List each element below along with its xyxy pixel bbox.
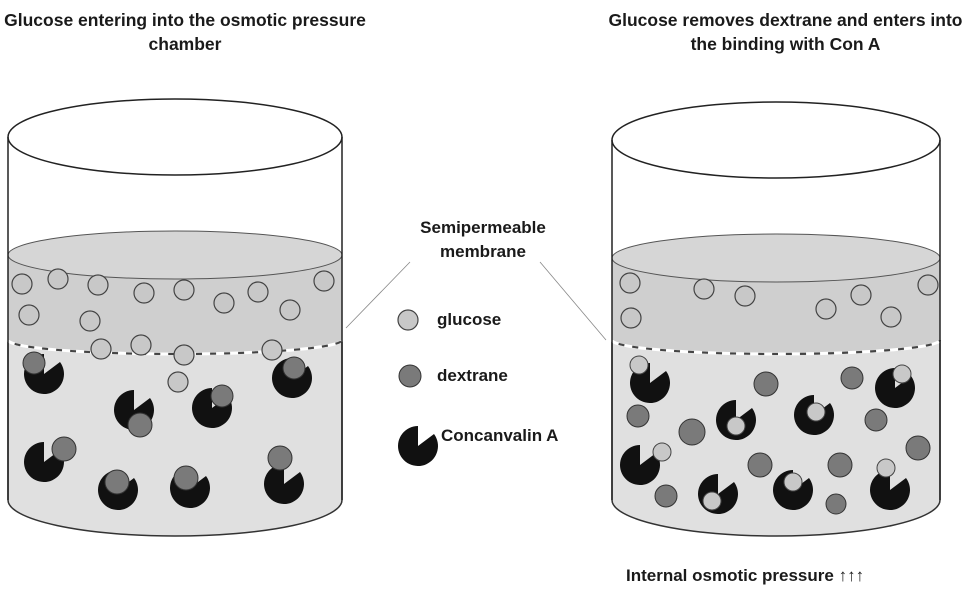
- legend-glucose-label: glucose: [437, 310, 501, 330]
- legend-concanavalin-icon: [398, 426, 438, 466]
- membrane-label: Semipermeable membrane: [398, 216, 568, 264]
- dextrane-particle: [906, 436, 930, 460]
- legend-glucose-icon: [398, 310, 418, 330]
- legend-concanavalin-label: Concanvalin A: [441, 426, 558, 446]
- glucose-particle: [918, 275, 938, 295]
- glucose-particle: [314, 271, 334, 291]
- glucose-particle: [174, 345, 194, 365]
- membrane-pointer-right: [540, 262, 606, 340]
- glucose-particle: [214, 293, 234, 313]
- glucose-particle: [816, 299, 836, 319]
- legend-dextrane-icon: [399, 365, 421, 387]
- glucose-particle: [262, 340, 282, 360]
- dextrane-particle: [828, 453, 852, 477]
- glucose-particle: [12, 274, 32, 294]
- glucose-particle: [694, 279, 714, 299]
- left-rim: [8, 99, 342, 175]
- glucose-particle: [91, 339, 111, 359]
- glucose-particle: [851, 285, 871, 305]
- glucose-particle: [48, 269, 68, 289]
- dextrane-particle: [826, 494, 846, 514]
- dextrane-particle: [841, 367, 863, 389]
- glucose-particle: [19, 305, 39, 325]
- glucose-particle: [88, 275, 108, 295]
- dextrane-particle: [865, 409, 887, 431]
- dextrane-particle: [679, 419, 705, 445]
- glucose-particle: [134, 283, 154, 303]
- right-liquid-surface: [612, 234, 940, 282]
- osmotic-pressure-label: Internal osmotic pressure ↑↑↑: [626, 566, 864, 586]
- glucose-particle: [131, 335, 151, 355]
- dextrane-particle: [627, 405, 649, 427]
- glucose-particle: [735, 286, 755, 306]
- legend-dextrane-label: dextrane: [437, 366, 508, 386]
- glucose-particle: [80, 311, 100, 331]
- right-rim: [612, 102, 940, 178]
- glucose-particle: [881, 307, 901, 327]
- glucose-particle: [168, 372, 188, 392]
- dextrane-particle: [754, 372, 778, 396]
- glucose-particle: [620, 273, 640, 293]
- glucose-particle: [248, 282, 268, 302]
- glucose-particle: [174, 280, 194, 300]
- glucose-particle: [621, 308, 641, 328]
- dextrane-particle: [748, 453, 772, 477]
- glucose-particle: [280, 300, 300, 320]
- dextrane-particle: [655, 485, 677, 507]
